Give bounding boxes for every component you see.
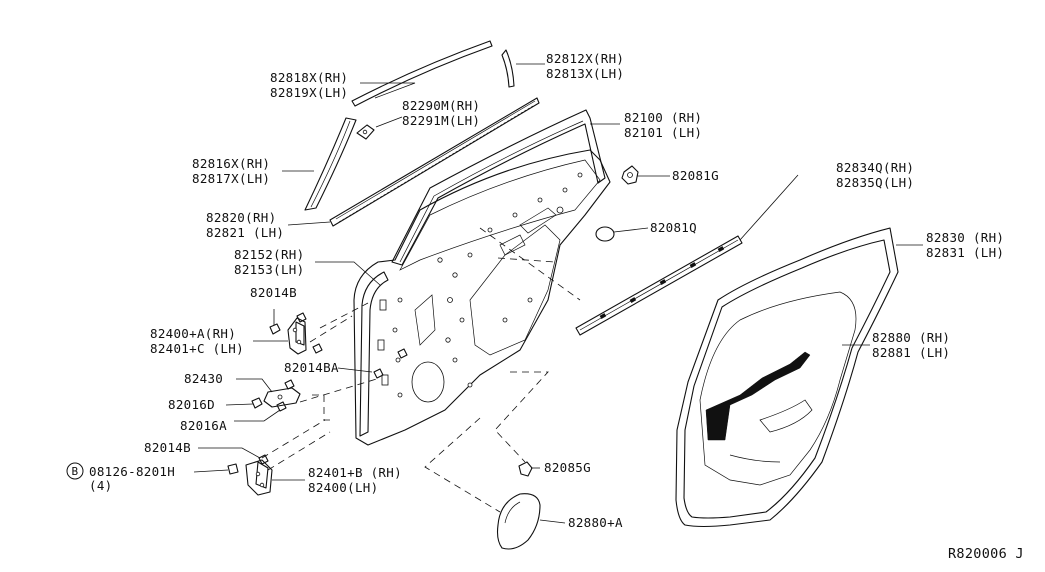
label-82290m: 82290M(RH) 82291M(LH) — [402, 98, 488, 128]
callout-labels: 82812X(RH) 82813X(LH) 82818X(RH) 82819X(… — [66, 51, 1024, 562]
label-82014ba: 82014BA — [284, 360, 339, 375]
part-82834q-belt-moulding — [575, 235, 743, 336]
svg-text:B: B — [72, 465, 79, 478]
label-82081q: 82081Q — [650, 220, 697, 235]
part-82014ba-clip — [373, 348, 408, 379]
label-82014b-upper: 82014B — [250, 285, 297, 300]
part-82430-door-check-link — [263, 379, 301, 408]
label-82016a: 82016A — [180, 418, 227, 433]
label-82834q: 82834Q(RH) 82835Q(LH) — [836, 160, 922, 190]
label-82016d: 82016D — [168, 397, 215, 412]
bolt-symbol: B — [66, 462, 84, 480]
part-82081g-grommet — [621, 165, 639, 185]
label-82152: 82152(RH) 82153(LH) — [234, 247, 312, 277]
part-82880a-sealing-screen — [496, 493, 541, 550]
part-82014b-bolt-upper — [269, 312, 323, 354]
label-82820: 82820(RH) 82821 (LH) — [206, 210, 284, 240]
part-82081q-plug — [595, 226, 615, 242]
part-82152-door-panel — [353, 149, 611, 446]
label-82830: 82830 (RH) 82831 (LH) — [926, 230, 1012, 260]
part-82401b-lower-hinge — [227, 454, 273, 496]
label-82880a: 82880+A — [568, 515, 623, 530]
part-82100-window-sash — [391, 109, 606, 266]
part-82016a-bolt — [276, 401, 287, 412]
label-08126: 08126-8201H (4) — [89, 464, 183, 493]
part-82830-door-weatherstrip — [675, 227, 899, 528]
part-82016d-bolt — [251, 397, 263, 409]
part-82400a-upper-hinge — [287, 317, 307, 355]
assembly-lines — [261, 227, 581, 513]
leader-lines — [193, 63, 923, 524]
part-82085g-clip — [518, 461, 533, 477]
parts-drawing — [227, 40, 899, 550]
label-82085g: 82085G — [544, 460, 591, 475]
label-82816x: 82816X(RH) 82817X(LH) — [192, 156, 278, 186]
part-82818x-moulding — [351, 40, 493, 107]
label-82400a: 82400+A(RH) 82401+C (LH) — [150, 326, 244, 356]
label-82818x: 82818X(RH) 82819X(LH) — [270, 70, 356, 100]
label-82014b-lower: 82014B — [144, 440, 191, 455]
label-82812x: 82812X(RH) 82813X(LH) — [546, 51, 632, 81]
label-82880: 82880 (RH) 82881 (LH) — [872, 330, 958, 360]
label-82401b: 82401+B (RH) 82400(LH) — [308, 465, 410, 495]
label-82081g: 82081G — [672, 168, 719, 183]
part-82820-belt-weatherstrip — [329, 97, 540, 227]
part-82290m-clip — [356, 124, 375, 140]
label-82430: 82430 — [184, 371, 223, 386]
part-82880-door-trim — [699, 291, 857, 486]
diagram-code: R820006 J — [948, 546, 1024, 562]
label-82100: 82100 (RH) 82101 (LH) — [624, 110, 710, 140]
part-82812x-corner — [501, 49, 515, 88]
part-82816x-moulding — [304, 117, 357, 211]
